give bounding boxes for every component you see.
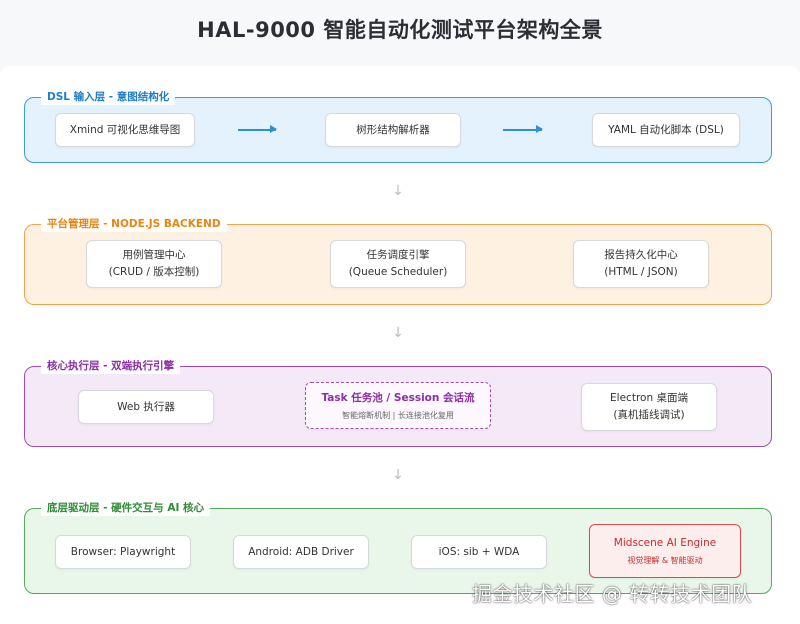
watermark-text: 掘金技术社区 @ 转转技术团队 [472, 582, 753, 606]
node-task-scheduler-label: 任务调度引擎 [366, 249, 430, 261]
layer-label-dsl: DSL 输入层 - 意图结构化 [41, 89, 176, 105]
layer-label-core: 核心执行层 - 双端执行引擎 [41, 358, 181, 374]
node-case-management-label: 用例管理中心 [122, 249, 186, 261]
node-ios-driver: iOS: sib + WDA [411, 535, 547, 569]
node-task-scheduler: 任务调度引擎 (Queue Scheduler) [330, 240, 466, 288]
node-yaml-script: YAML 自动化脚本 (DSL) [592, 113, 740, 147]
node-xmind: Xmind 可视化思维导图 [55, 113, 195, 147]
node-electron-desktop: Electron 桌面端 (真机插线调试) [581, 383, 717, 431]
flow-arrow-2 [503, 126, 543, 132]
node-midscene-ai: Midscene AI Engine 视觉理解 & 智能驱动 [589, 524, 741, 578]
flow-arrow-1 [238, 126, 277, 132]
node-report-center-sub: (HTML / JSON) [604, 266, 678, 278]
node-report-center: 报告持久化中心 (HTML / JSON) [573, 240, 709, 288]
node-ios-driver-label: iOS: sib + WDA [438, 545, 520, 558]
node-case-management-sub: (CRUD / 版本控制) [108, 266, 200, 278]
node-task-pool: Task 任务池 / Session 会话流 智能熔断机制 | 长连接池化复用 [305, 382, 491, 429]
node-task-scheduler-sub: (Queue Scheduler) [348, 266, 448, 278]
node-task-pool-label: Task 任务池 / Session 会话流 [321, 391, 475, 404]
node-yaml-script-label: YAML 自动化脚本 (DSL) [608, 123, 724, 136]
layer-label-drv: 底层驱动层 - 硬件交互与 AI 核心 [41, 500, 211, 516]
node-report-center-label: 报告持久化中心 [604, 249, 678, 261]
node-tree-parser-label: 树形结构解析器 [356, 123, 430, 136]
node-adb-driver: Android: ADB Driver [233, 535, 369, 569]
node-midscene-ai-sub: 视觉理解 & 智能驱动 [627, 556, 703, 565]
page-title: HAL-9000 智能自动化测试平台架构全景 [197, 18, 603, 42]
node-electron-desktop-label: Electron 桌面端 [610, 392, 688, 404]
node-case-management: 用例管理中心 (CRUD / 版本控制) [86, 240, 222, 288]
node-electron-desktop-sub: (真机插线调试) [613, 409, 685, 421]
node-task-pool-sub: 智能熔断机制 | 长连接池化复用 [342, 410, 454, 420]
node-playwright-label: Browser: Playwright [70, 545, 176, 558]
down-arrow-icon: ↓ [392, 183, 404, 199]
node-adb-driver-label: Android: ADB Driver [248, 545, 354, 558]
down-arrow-icon: ↓ [392, 467, 404, 483]
down-arrow-icon: ↓ [392, 325, 404, 341]
node-web-executor: Web 执行器 [78, 390, 214, 424]
node-playwright: Browser: Playwright [55, 535, 191, 569]
node-tree-parser: 树形结构解析器 [325, 113, 461, 147]
layer-label-mgmt: 平台管理层 - NODE.JS BACKEND [41, 216, 227, 232]
node-web-executor-label: Web 执行器 [117, 400, 175, 413]
node-xmind-label: Xmind 可视化思维导图 [69, 123, 181, 136]
node-midscene-ai-label: Midscene AI Engine [613, 537, 717, 549]
